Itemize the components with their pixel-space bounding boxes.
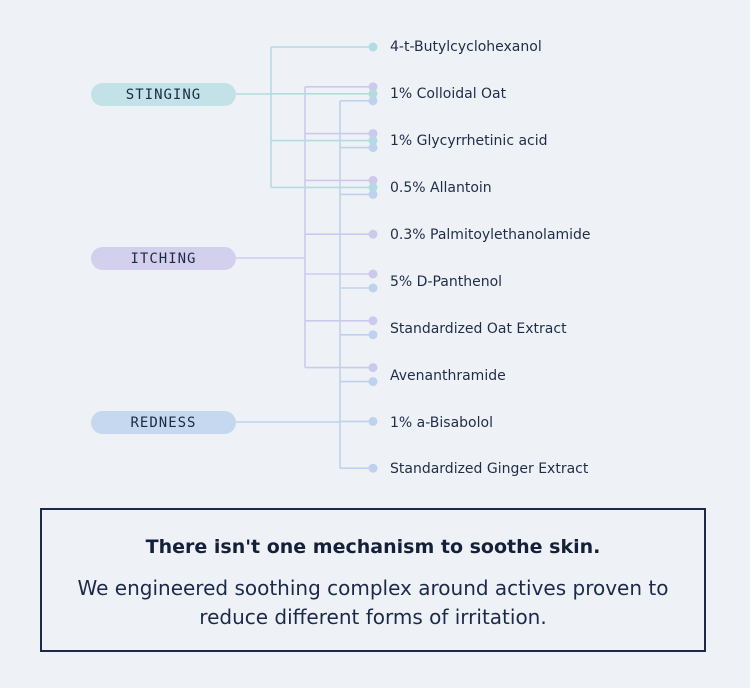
connector-dot [368,377,378,387]
ingredient-label: Standardized Ginger Extract [390,461,589,477]
ingredient-label: 5% D-Panthenol [390,274,503,290]
connector-dot [368,129,378,139]
ingredient-label: Avenanthramide [390,368,506,384]
connector-dot [368,189,378,199]
connector-dot [368,283,378,293]
connector-dot [368,363,378,373]
connector-dot [368,136,378,146]
connector-dot [368,182,378,192]
connector-dot [368,82,378,92]
summary-body: We engineered soothing complex around ac… [77,576,669,629]
category-redness: REDNESS [91,411,236,434]
connector-dot [368,316,378,326]
ingredient-label: Standardized Oat Extract [390,321,567,337]
connector-dot [368,416,378,426]
summary-title: There isn't one mechanism to soothe skin… [145,536,601,558]
ingredient-label: 1% Glycyrrhetinic acid [390,133,548,149]
summary-box: There isn't one mechanism to soothe skin… [40,508,706,652]
connector-dot [368,89,378,99]
ingredient-label: 0.3% Palmitoylethanolamide [390,227,591,243]
connector-lines [236,42,378,473]
connector-dot [368,96,378,106]
connector-dot [368,143,378,153]
connector-dot [368,42,378,52]
ingredient-label: 0.5% Allantoin [390,180,492,196]
ingredient-label: 1% Colloidal Oat [390,86,507,102]
connector-dot [368,229,378,239]
ingredient-diagram: STINGING ITCHING REDNESS 4-t-Butylcycloh… [91,39,591,477]
connector-dot [368,330,378,340]
ingredient-label: 4-t-Butylcyclohexanol [390,39,542,55]
connector-dot [368,463,378,473]
category-stinging: STINGING [91,83,236,106]
category-itching: ITCHING [91,247,236,270]
connector-dot [368,269,378,279]
ingredient-label: 1% a-Bisabolol [390,415,493,431]
connector-dot [368,175,378,185]
